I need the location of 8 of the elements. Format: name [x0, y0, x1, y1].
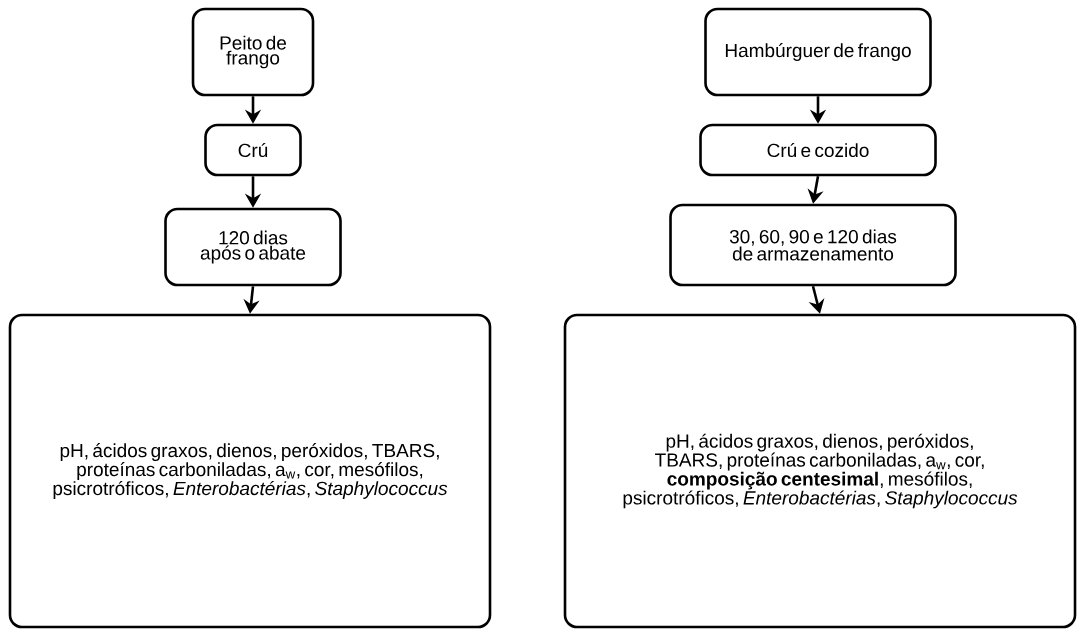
- process-box: 30, 60, 90 e 120 dias de armazenamento: [669, 203, 957, 287]
- process-box: Hambúrguer de frango: [704, 7, 932, 97]
- process-box: Crú e cozido: [699, 123, 937, 177]
- process-box: Peito de frango: [191, 7, 315, 97]
- process-box: Crú: [204, 123, 302, 177]
- process-box: pH, ácidos graxos, dienos, peróxidos, TBARS, proteínas carboniladas, a$_{w}$, cor, composição centesimal, mesófilos, psicrotróficos, Enterobactérias, Staphylococcus: [563, 313, 1077, 629]
- process-box: 120 dias após o abate: [164, 207, 342, 287]
- process-box: pH, ácidos graxos, dienos, peróxidos, TBARS, proteínas carboniladas, a$_{w}$, cor, mesófilos, psicrotróficos, Enterobactérias, Staphylococcus: [8, 313, 492, 629]
